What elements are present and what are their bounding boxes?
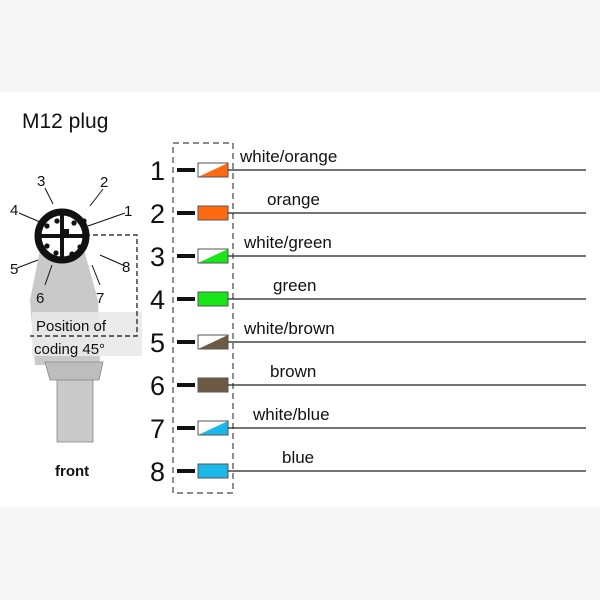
connector-pin-6: 6 [36, 290, 44, 307]
pin-number: 6 [150, 371, 165, 401]
pin-row-8: 8 blue [150, 448, 586, 487]
connector-pin-8: 8 [122, 259, 130, 276]
pin-number: 7 [150, 414, 165, 444]
cable [56, 379, 94, 443]
wire-stripe [198, 335, 228, 349]
wire-stripe [198, 249, 228, 263]
pin-number: 3 [150, 242, 165, 272]
pin-number: 5 [150, 328, 165, 358]
wire-label: white/brown [243, 319, 335, 338]
label-backdrop [32, 312, 142, 356]
wire-color-swatch [197, 377, 229, 393]
m12-connector-front-view: 12 3 4 5 6 7 8 Position of coding 45° front [10, 173, 142, 480]
connector-pin-7: 7 [96, 290, 104, 307]
connector-pin-1: 1 [124, 203, 132, 220]
plug-outline [172, 142, 234, 494]
coding-label-line2: coding 45° [34, 341, 105, 358]
coding-indicator [30, 234, 138, 337]
pin-number: 2 [150, 199, 165, 229]
pin-row-3: 3 white/green [150, 233, 586, 272]
pin-row-2: 2 orange [150, 190, 586, 229]
pin-row-7: 7 white/blue [150, 405, 586, 444]
connector-nut [44, 361, 104, 381]
pin-row-5: 5 white/brown [150, 319, 586, 358]
pin-row-1: 1 white/orange [150, 147, 586, 186]
wire-label: green [273, 276, 316, 295]
wire-stripe [198, 421, 228, 435]
wire-label: white/green [243, 233, 332, 252]
wire-label: blue [282, 448, 314, 467]
diagram-title: M12 plug [22, 110, 108, 133]
wire-label: white/blue [252, 405, 330, 424]
wire-label: white/orange [239, 147, 337, 166]
connector-pin-2: 2 [100, 174, 108, 191]
front-label: front [55, 463, 89, 480]
pin-number: 8 [150, 457, 165, 487]
wire-stripe [198, 163, 228, 177]
wire-color-swatch [197, 205, 229, 221]
pin-row-6: 6 brown [150, 362, 586, 401]
pin-number: 4 [150, 285, 165, 315]
wire-label: brown [270, 362, 316, 381]
wire-label: orange [267, 190, 320, 209]
wire-color-swatch [197, 463, 229, 479]
coding-label-line1: Position of [36, 318, 107, 335]
connector-pin-4: 4 [10, 202, 18, 219]
wire-color-swatch [197, 291, 229, 307]
pin-number: 1 [150, 156, 165, 186]
connector-pin-3: 3 [37, 173, 45, 190]
connector-pin-5: 5 [10, 261, 18, 278]
pin-row-4: 4 green [150, 276, 586, 315]
